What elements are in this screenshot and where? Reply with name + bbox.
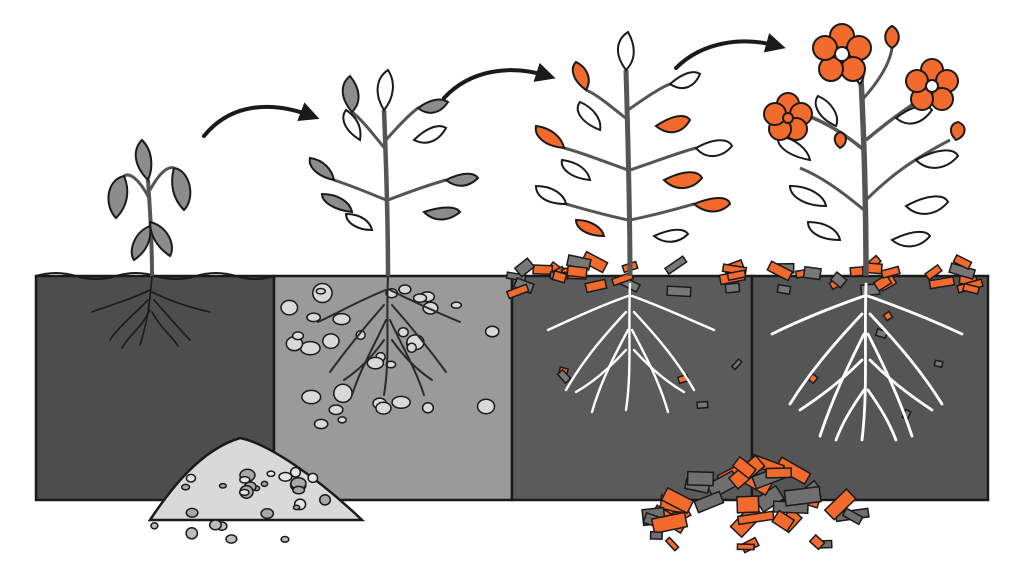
mulch-chip-icon (665, 256, 687, 274)
leaf-icon (310, 70, 478, 230)
pebble-icon (186, 508, 198, 517)
pebble-icon (240, 477, 250, 483)
plant-flowering (764, 24, 965, 276)
pebble-icon (267, 471, 275, 476)
soil-panels (36, 273, 988, 500)
pebble-icon (281, 537, 289, 543)
arrow-icon (204, 107, 312, 136)
pebble-icon (478, 399, 495, 414)
pebble-icon (329, 405, 343, 414)
bud-lower (835, 132, 846, 148)
mulch-chip-icon (533, 265, 552, 274)
flower-right (906, 59, 958, 110)
arrow-icon (444, 70, 548, 98)
plant-young (310, 70, 478, 276)
pebble-icon (293, 486, 305, 493)
pebble-icon (293, 332, 304, 340)
pebble-icon (486, 326, 499, 337)
pebble-icon (407, 343, 416, 352)
pebble-icon (186, 474, 195, 482)
mulch-chip-icon (737, 496, 759, 513)
mulch-chip-icon (850, 267, 863, 276)
pebble-icon (398, 328, 408, 337)
mulch-chip-icon (784, 487, 821, 506)
plant-budding (536, 32, 732, 276)
soil-panel-mulch-1 (512, 276, 752, 500)
pebble-icon (279, 472, 292, 481)
pebble-icon (338, 417, 346, 423)
pebble-icon (261, 481, 267, 486)
mulch-chip-icon (804, 267, 821, 280)
mulch-chip-icon (697, 402, 708, 409)
pebble-icon (302, 390, 321, 403)
pebble-icon (376, 402, 391, 414)
pebble-icon (320, 495, 331, 505)
soil-panel-gravel (274, 276, 512, 500)
pebble-icon (301, 342, 320, 355)
mulch-chip-icon (667, 286, 691, 296)
pebble-icon (293, 505, 299, 509)
pebble-icon (307, 313, 320, 322)
pebble-icon (323, 334, 339, 349)
pebble-icon (414, 294, 427, 302)
mulch-chip-icon (766, 468, 791, 478)
pebble-icon (308, 473, 317, 482)
flower-left (764, 93, 812, 140)
pebble-icon (261, 509, 273, 519)
pebble-icon (219, 484, 226, 488)
mulch-chip-icon (666, 537, 679, 550)
mulch-chip-icon (687, 472, 713, 486)
arrows (204, 41, 778, 136)
pebble-icon (281, 300, 297, 314)
pebble-icon (182, 484, 190, 489)
bud-top-right (885, 26, 899, 48)
pebble-icon (240, 490, 249, 496)
pebble-icon (316, 289, 325, 294)
pebble-icon (423, 403, 434, 413)
pebble-icon (392, 396, 410, 408)
mulch-chip-icon (725, 283, 739, 293)
mulch-chip-icon (934, 360, 942, 367)
pebble-icon (151, 523, 158, 529)
flower-top (813, 24, 871, 81)
pebble-icon (334, 384, 352, 402)
pebble-icon (399, 285, 411, 294)
arrow-icon (676, 41, 778, 68)
bud-right (951, 122, 965, 140)
mulch-chip-icon (737, 544, 754, 550)
pebble-icon (226, 535, 237, 543)
plant-wilting (108, 140, 190, 276)
leaf-icon (536, 32, 732, 242)
mulch-chip-icon (777, 285, 790, 294)
mulch-chip-icon (650, 532, 662, 539)
mulch-chip-icon (567, 266, 587, 278)
pebble-icon (451, 302, 461, 308)
pebble-icon (314, 419, 327, 428)
pebble-icon (186, 528, 197, 539)
pebble-icon (210, 520, 222, 530)
pebble-icon (333, 314, 350, 325)
